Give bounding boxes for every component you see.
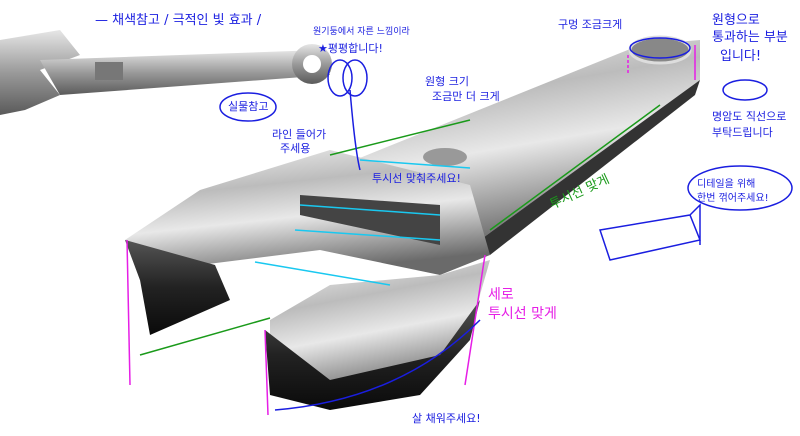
circle-size-note-1: 원형 크기 <box>425 75 469 88</box>
cloud-reference: 실물참고 <box>228 100 269 113</box>
perspective-blue-note: 투시선 맞춰주세요! <box>372 172 461 185</box>
cylinder-note-1: 원기둥에서 자른 느낌이라 <box>313 27 410 37</box>
reference-photo-wrench <box>0 30 332 115</box>
circle-size-note-2: 조금만 더 크게 <box>432 90 500 103</box>
pass-through-note-1: 원형으로 <box>712 13 760 28</box>
line-note-1: 라인 들어가 <box>272 128 327 141</box>
title-note: — 채색참고 / 극적인 빛 효과 / <box>95 13 262 28</box>
cylinder-note-2: ★평평합니다! <box>318 42 383 55</box>
pass-through-note-3: 입니다! <box>720 49 762 64</box>
vertical-note-2: 투시선 맞게 <box>488 306 557 322</box>
guide-lines <box>126 37 793 416</box>
line-note-2: 주세용 <box>280 142 311 155</box>
wrench-head <box>125 148 490 410</box>
vertical-note-1: 세로 <box>488 287 514 303</box>
shading-note-1: 명암도 직선으로 <box>712 110 787 123</box>
fill-note: 살 채워주세요! <box>412 412 481 425</box>
detail-note-2: 한번 꺾어주세요! <box>697 193 769 204</box>
hole-note: 구멍 조금크게 <box>558 18 623 31</box>
shading-note-2: 부탁드립니다 <box>712 126 773 139</box>
pass-through-note-2: 통과하는 부분 <box>712 30 788 45</box>
detail-note-1: 디테일을 위해 <box>697 179 756 190</box>
